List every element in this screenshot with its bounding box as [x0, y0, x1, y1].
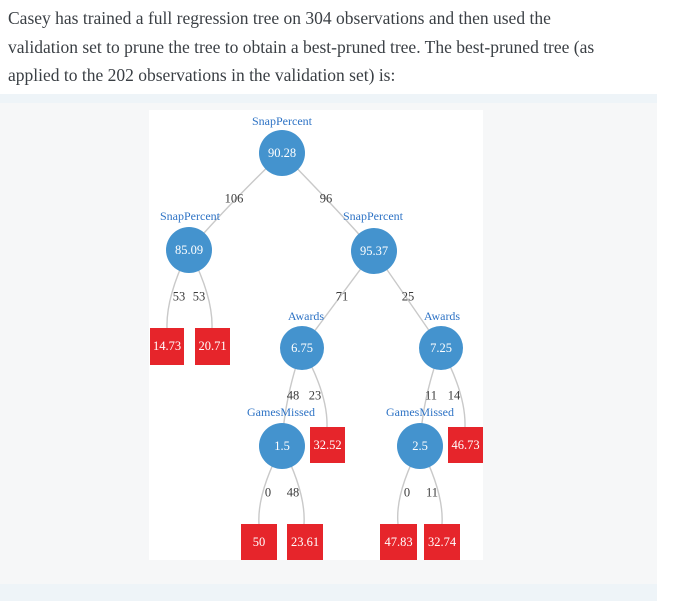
- edge-label-snap-right-a: 71: [335, 289, 349, 304]
- leaf-node-2: 20.71: [195, 328, 230, 365]
- edge-label-awards-right-b: 14: [447, 388, 461, 403]
- decision-node-awards-left: 6.75: [280, 326, 324, 370]
- node-label-awards-right: Awards: [423, 309, 461, 323]
- leaf-node-8: 32.74: [424, 524, 460, 560]
- leaf-node-3: 32.52: [310, 427, 345, 463]
- edge-label-awards-right-a: 11: [424, 388, 438, 403]
- edge-label-snap-left-a: 53: [172, 289, 186, 304]
- edge-label-awards-left-b: 23: [308, 388, 322, 403]
- node-value: 85.09: [174, 242, 204, 257]
- leaf-value: 47.83: [384, 534, 413, 549]
- node-label-snap-left: SnapPercent: [160, 209, 220, 223]
- node-value: 90.28: [267, 145, 297, 160]
- decision-node-snap-right: 95.37: [351, 228, 397, 274]
- edge-label-root-left: 106: [224, 191, 244, 206]
- edge-label-snap-right-b: 25: [401, 289, 415, 304]
- decision-node-awards-right: 7.25: [419, 326, 463, 370]
- leaf-value: 46.73: [451, 437, 480, 452]
- edge-label-root-right: 96: [319, 191, 333, 206]
- node-label-snap-right: SnapPercent: [343, 209, 403, 223]
- page-bottom-band: [0, 584, 657, 601]
- edge-label-games-left-a: 0: [264, 485, 272, 500]
- decision-node-snap-left: 85.09: [166, 227, 212, 273]
- node-value: 6.75: [291, 340, 313, 355]
- edge-label-games-right-b: 11: [425, 485, 439, 500]
- decision-node-games-left: 1.5: [259, 423, 305, 469]
- node-value: 95.37: [359, 243, 389, 258]
- edge-label-games-right-a: 0: [403, 485, 411, 500]
- question-line-3: applied to the 202 observations in the v…: [8, 65, 396, 85]
- edge-label-games-left-b: 48: [286, 485, 300, 500]
- edge-label-snap-left-b: 53: [192, 289, 206, 304]
- leaf-node-5: 50: [241, 524, 277, 560]
- node-label-awards-left: Awards: [287, 309, 325, 323]
- regression-tree-diagram: SnapPercent SnapPercent SnapPercent Awar…: [149, 110, 483, 560]
- node-label-games-left: GamesMissed: [247, 405, 315, 419]
- leaf-node-1: 14.73: [150, 328, 184, 365]
- node-value: 2.5: [412, 438, 428, 453]
- section-divider: [0, 94, 657, 103]
- question-line-2: validation set to prune the tree to obta…: [8, 36, 595, 57]
- node-label-games-right: GamesMissed: [386, 405, 454, 419]
- leaf-value: 23.61: [290, 534, 320, 549]
- leaf-value: 32.74: [427, 534, 457, 549]
- decision-node-root: 90.28: [259, 130, 305, 176]
- leaf-value: 50: [252, 534, 266, 549]
- leaf-value: 20.71: [198, 339, 227, 353]
- leaf-node-7: 47.83: [380, 524, 417, 560]
- leaf-node-4: 46.73: [448, 427, 483, 463]
- node-label-root: SnapPercent: [252, 114, 312, 128]
- edge-label-awards-left-a: 48: [286, 388, 300, 403]
- node-value: 1.5: [274, 438, 290, 453]
- decision-node-games-right: 2.5: [397, 423, 443, 469]
- node-value: 7.25: [430, 340, 452, 355]
- leaf-value: 32.52: [313, 437, 342, 452]
- question-line-1: Casey has trained a full regression tree…: [8, 8, 551, 28]
- question-text: Casey has trained a full regression tree…: [8, 4, 668, 90]
- leaf-value: 14.73: [152, 339, 182, 353]
- leaf-node-6: 23.61: [287, 524, 323, 560]
